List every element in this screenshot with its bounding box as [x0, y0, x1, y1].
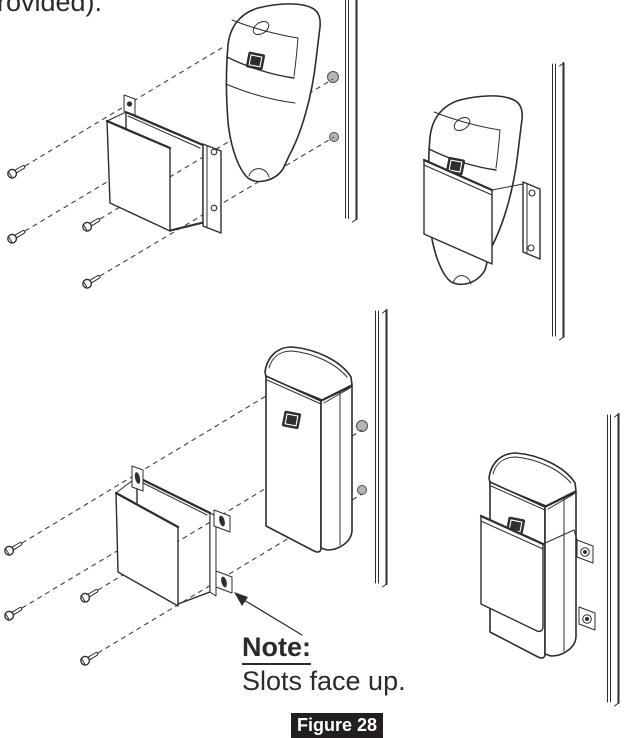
flange-hole — [210, 204, 218, 212]
photo-eye-device — [264, 346, 353, 553]
exploded-view-bottom — [4, 309, 388, 666]
assembled-view-top — [422, 62, 565, 341]
bracket-tab — [123, 94, 136, 116]
mounting-screw — [4, 542, 23, 556]
mounting-bracket — [422, 158, 524, 265]
post-rail-icon — [552, 62, 565, 341]
bracket-tab — [213, 509, 231, 533]
flange-hole — [210, 148, 218, 156]
post-rail-icon — [375, 309, 388, 588]
rail-hole — [327, 71, 339, 83]
mounting-screw — [82, 218, 101, 232]
mounting-screw — [7, 165, 26, 179]
mounting-bracket — [114, 465, 233, 607]
device-teardrop-hole — [252, 20, 270, 36]
bracket-tab — [215, 570, 233, 594]
bracket-tab — [578, 606, 596, 631]
photo-eye-device — [225, 3, 321, 183]
flange-hole — [527, 244, 535, 252]
bracket-tab — [576, 539, 594, 564]
device-lens — [281, 410, 302, 430]
rail-hole — [357, 485, 367, 495]
mounting-screw — [80, 652, 99, 666]
post-rail-icon — [607, 413, 620, 707]
mounting-bracket — [479, 514, 596, 633]
mounting-screw — [7, 230, 26, 244]
truncated-paragraph-text: rovided). — [0, 0, 103, 17]
note-block: Note: Slots face up. — [242, 634, 406, 695]
mounting-bracket — [105, 94, 222, 234]
note-body: Slots face up. — [242, 666, 406, 696]
device-teardrop-hole — [453, 116, 471, 132]
figure-caption-badge: Figure 28 — [291, 713, 383, 738]
assembled-view-bottom — [479, 413, 620, 707]
bracket-flange — [202, 143, 222, 234]
post-rail-icon — [345, 0, 358, 223]
mounting-screw — [4, 607, 23, 621]
mounting-screw — [80, 589, 99, 603]
mounting-screw — [82, 275, 101, 289]
rail-hole — [356, 420, 368, 432]
flange-hole — [528, 189, 536, 197]
device-lens — [245, 51, 266, 71]
bracket-flange — [522, 181, 541, 260]
bracket-tab — [131, 465, 144, 492]
note-arrow — [234, 592, 303, 636]
note-title: Note: — [242, 634, 311, 665]
exploded-view-top — [7, 0, 358, 289]
